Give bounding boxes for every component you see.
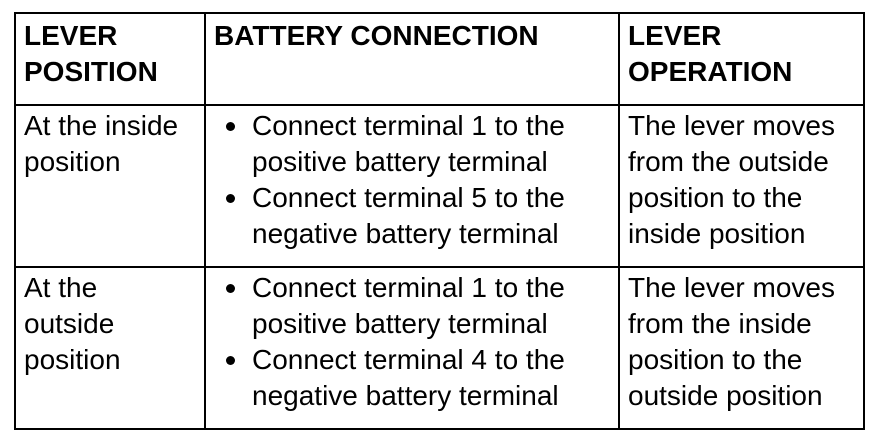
header-lever-operation: LEVER OPERATION (618, 12, 865, 106)
cell-line: position (24, 344, 121, 375)
cell-line: Connect terminal 4 to the (252, 344, 565, 375)
cell-line: The lever moves (628, 110, 835, 141)
cell-line: At the (24, 272, 98, 303)
cell-line: position to the (628, 182, 803, 213)
connection-item: Connect terminal 4 to the negative batte… (214, 342, 614, 414)
header-line: LEVER (628, 20, 722, 51)
cell-line: negative battery terminal (252, 380, 559, 411)
header-battery-connection: BATTERY CONNECTION (204, 12, 620, 106)
cell-line: from the outside (628, 146, 829, 177)
header-line: POSITION (24, 56, 158, 87)
battery-connection-cell: Connect terminal 1 to the positive batte… (204, 266, 620, 430)
lever-operation-cell: The lever moves from the outside positio… (618, 104, 865, 268)
cell-line: Connect terminal 1 to the (252, 272, 565, 303)
header-line: OPERATION (628, 56, 793, 87)
lever-operation-cell: The lever moves from the inside position… (618, 266, 865, 430)
lever-position-cell: At the outside position (14, 266, 206, 430)
header-line: LEVER (24, 20, 118, 51)
cell-line: The lever moves (628, 272, 835, 303)
cell-line: from the inside (628, 308, 812, 339)
cell-line: outside (24, 308, 115, 339)
cell-line: position (24, 146, 121, 177)
table-row: At the outside position Connect terminal… (14, 266, 865, 430)
cell-line: outside position (628, 380, 823, 411)
connection-item: Connect terminal 5 to the negative batte… (214, 180, 614, 252)
cell-line: Connect terminal 5 to the (252, 182, 565, 213)
cell-line: positive battery terminal (252, 146, 548, 177)
connection-item: Connect terminal 1 to the positive batte… (214, 108, 614, 180)
cell-line: inside position (628, 218, 806, 249)
header-line: BATTERY CONNECTION (214, 20, 539, 51)
cell-line: At the inside (24, 110, 179, 141)
bullet-icon (226, 122, 235, 131)
cell-line: negative battery terminal (252, 218, 559, 249)
header-row: LEVER POSITION BATTERY CONNECTION LEVER … (14, 12, 865, 106)
bullet-icon (226, 194, 235, 203)
table-row: At the inside position Connect terminal … (14, 104, 865, 268)
cell-line: position to the (628, 344, 803, 375)
connection-item: Connect terminal 1 to the positive batte… (214, 270, 614, 342)
connection-list: Connect terminal 1 to the positive batte… (214, 108, 614, 252)
lever-position-cell: At the inside position (14, 104, 206, 268)
cell-line: positive battery terminal (252, 308, 548, 339)
header-lever-position: LEVER POSITION (14, 12, 206, 106)
bullet-icon (226, 284, 235, 293)
connection-list: Connect terminal 1 to the positive batte… (214, 270, 614, 414)
bullet-icon (226, 356, 235, 365)
cell-line: Connect terminal 1 to the (252, 110, 565, 141)
lever-battery-table: LEVER POSITION BATTERY CONNECTION LEVER … (14, 12, 865, 430)
battery-connection-cell: Connect terminal 1 to the positive batte… (204, 104, 620, 268)
